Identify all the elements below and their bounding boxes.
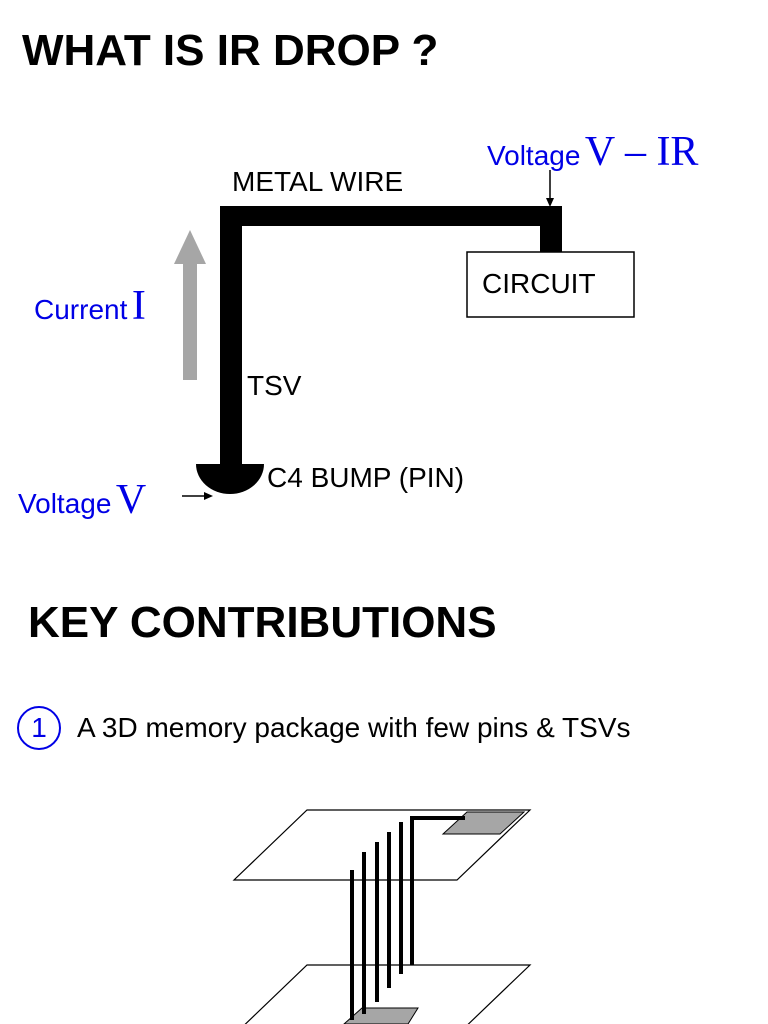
voltage-bottom-arrow-icon [182, 492, 213, 500]
metal-wire-label: METAL WIRE [232, 166, 404, 197]
ir-drop-diagram [174, 170, 635, 500]
voltage-top-word: Voltage [487, 140, 581, 171]
circuit-box [466, 251, 635, 318]
item-number-badge: 1 [17, 706, 61, 750]
top-layer-plane [232, 809, 532, 881]
tsv-bar [220, 206, 242, 468]
voltage-top-label: Voltage V – IR [487, 128, 698, 176]
voltage-bottom-label: Voltage V [18, 476, 146, 524]
voltage-top-arrow-icon [546, 170, 554, 207]
top-layer-pad [441, 811, 526, 835]
tsv-bundle [350, 822, 403, 1020]
current-arrow-icon [174, 230, 206, 380]
key-contributions-title: KEY CONTRIBUTIONS [28, 598, 497, 647]
c4-bump-icon [196, 464, 264, 494]
contribution-item-text: A 3D memory package with few pins & TSVs [77, 712, 631, 743]
bottom-layer-plane [244, 964, 532, 1024]
current-label: Current I [34, 282, 146, 330]
voltage-top-symbol: V – IR [584, 129, 699, 175]
top-routing-wire [410, 816, 465, 965]
bottom-layer-pad [343, 1007, 419, 1024]
current-symbol: I [131, 283, 146, 329]
metal-wire-bar [220, 206, 562, 226]
tsv-label: TSV [247, 370, 302, 401]
circuit-label: CIRCUIT [482, 268, 596, 299]
current-word: Current [34, 294, 128, 325]
ir-drop-title: WHAT IS IR DROP ? [22, 26, 439, 75]
wire-drop-bar [540, 206, 562, 252]
voltage-bottom-symbol: V [115, 477, 147, 523]
voltage-bottom-word: Voltage [18, 488, 112, 519]
c4-bump-label: C4 BUMP (PIN) [267, 462, 465, 493]
item-number: 1 [31, 712, 47, 743]
